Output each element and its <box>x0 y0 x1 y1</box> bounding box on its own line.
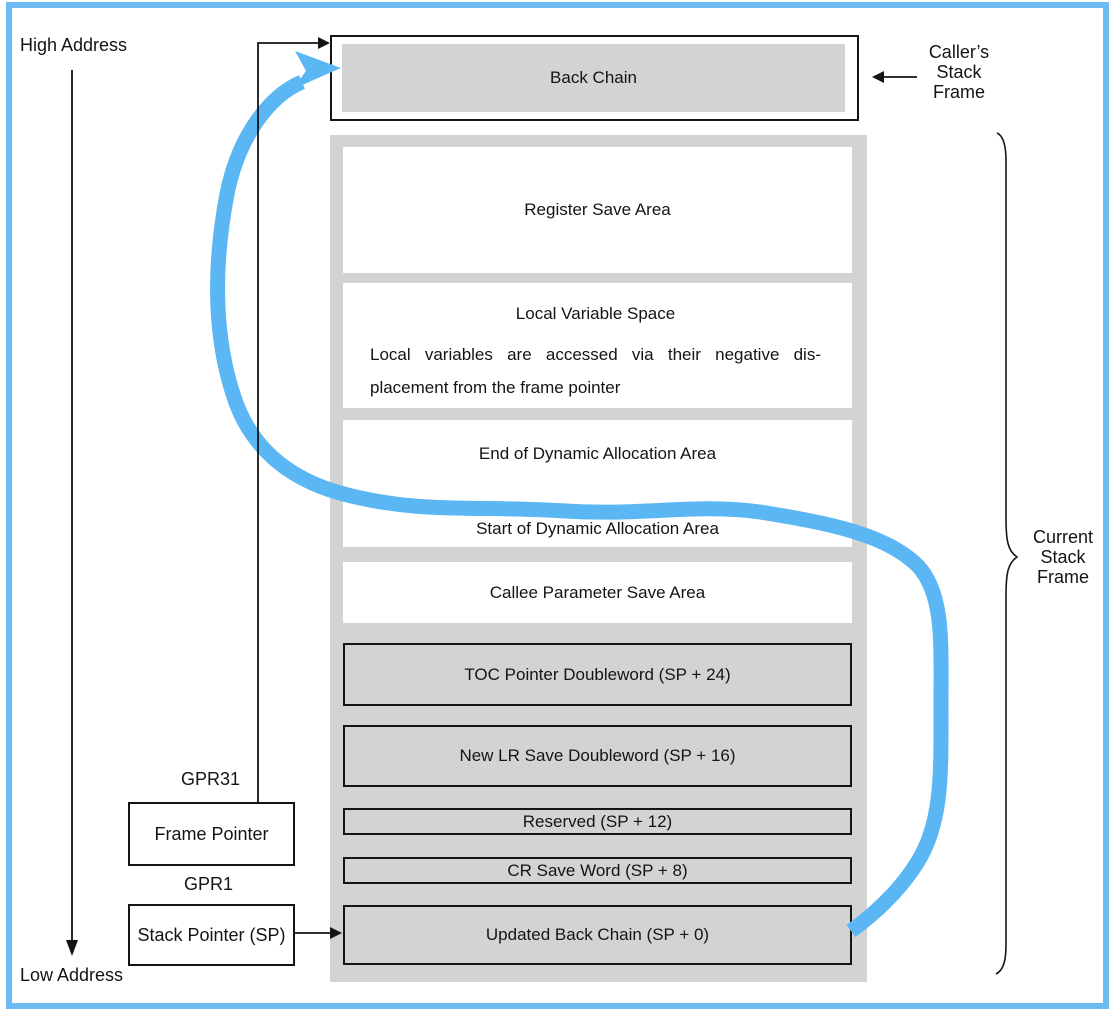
callers-stack-frame-label: Caller’s Stack Frame <box>923 42 995 102</box>
current-stack-frame-label: Current Stack Frame <box>1027 527 1099 587</box>
current-frame-line2: Stack <box>1040 547 1086 567</box>
dynamic-allocation-end-label: End of Dynamic Allocation Area <box>478 444 717 463</box>
stack-pointer-box: Stack Pointer (SP) <box>128 904 295 966</box>
local-variable-desc-line2: placement from the frame pointer <box>370 378 621 397</box>
cr-save-word-label: CR Save Word (SP + 8) <box>507 860 688 880</box>
updated-back-chain-box: Updated Back Chain (SP + 0) <box>343 905 852 965</box>
toc-pointer-doubleword-label: TOC Pointer Doubleword (SP + 24) <box>464 664 731 684</box>
new-lr-save-doubleword-label: New LR Save Doubleword (SP + 16) <box>459 746 736 765</box>
callers-frame-line1: Caller’s <box>928 42 990 62</box>
local-variable-space-box: Local Variable Space Local variables are… <box>343 283 852 408</box>
callers-frame-line2: Stack <box>936 62 982 82</box>
back-chain-box: Back Chain <box>330 35 859 121</box>
current-frame-brace <box>995 132 1019 975</box>
reserved-label: Reserved (SP + 12) <box>522 811 673 831</box>
address-axis-arrowhead-icon <box>66 940 78 956</box>
current-stack-frame-container: Register Save Area Local Variable Space … <box>330 135 867 982</box>
register-save-area-box: Register Save Area <box>343 147 852 273</box>
dynamic-allocation-start-label: Start of Dynamic Allocation Area <box>476 519 719 538</box>
local-variable-desc-line1: Local variables are accessed via their n… <box>370 345 821 364</box>
current-frame-line1: Current <box>1032 527 1094 547</box>
callee-parameter-save-area-box: Callee Parameter Save Area <box>343 562 852 623</box>
toc-pointer-doubleword-box: TOC Pointer Doubleword (SP + 24) <box>343 643 852 706</box>
new-lr-save-doubleword-box: New LR Save Doubleword (SP + 16) <box>343 725 852 787</box>
local-variable-space-label: Local Variable Space <box>515 304 676 323</box>
back-chain-label: Back Chain <box>550 68 637 87</box>
updated-back-chain-label: Updated Back Chain (SP + 0) <box>485 925 710 944</box>
callee-parameter-save-area-label: Callee Parameter Save Area <box>489 582 706 602</box>
high-address-label: High Address <box>20 35 128 55</box>
gpr31-label: GPR31 <box>181 769 241 789</box>
gpr1-label: GPR1 <box>184 874 234 894</box>
cr-save-word-box: CR Save Word (SP + 8) <box>343 857 852 884</box>
back-chain-fill: Back Chain <box>342 44 845 112</box>
back-chain-arrowhead-icon <box>318 37 330 49</box>
callers-frame-arrowhead-icon <box>872 71 884 83</box>
dynamic-allocation-area-box: End of Dynamic Allocation Area Start of … <box>343 420 852 547</box>
reserved-box: Reserved (SP + 12) <box>343 808 852 835</box>
current-frame-line3: Frame <box>1036 567 1089 587</box>
stack-pointer-label: Stack Pointer (SP) <box>137 924 286 945</box>
frame-pointer-to-back-chain-line <box>257 42 320 802</box>
frame-pointer-box: Frame Pointer <box>128 802 295 866</box>
frame-pointer-label: Frame Pointer <box>154 823 269 844</box>
callers-frame-line3: Frame <box>932 82 985 102</box>
low-address-label: Low Address <box>20 965 124 985</box>
register-save-area-label: Register Save Area <box>524 200 671 219</box>
